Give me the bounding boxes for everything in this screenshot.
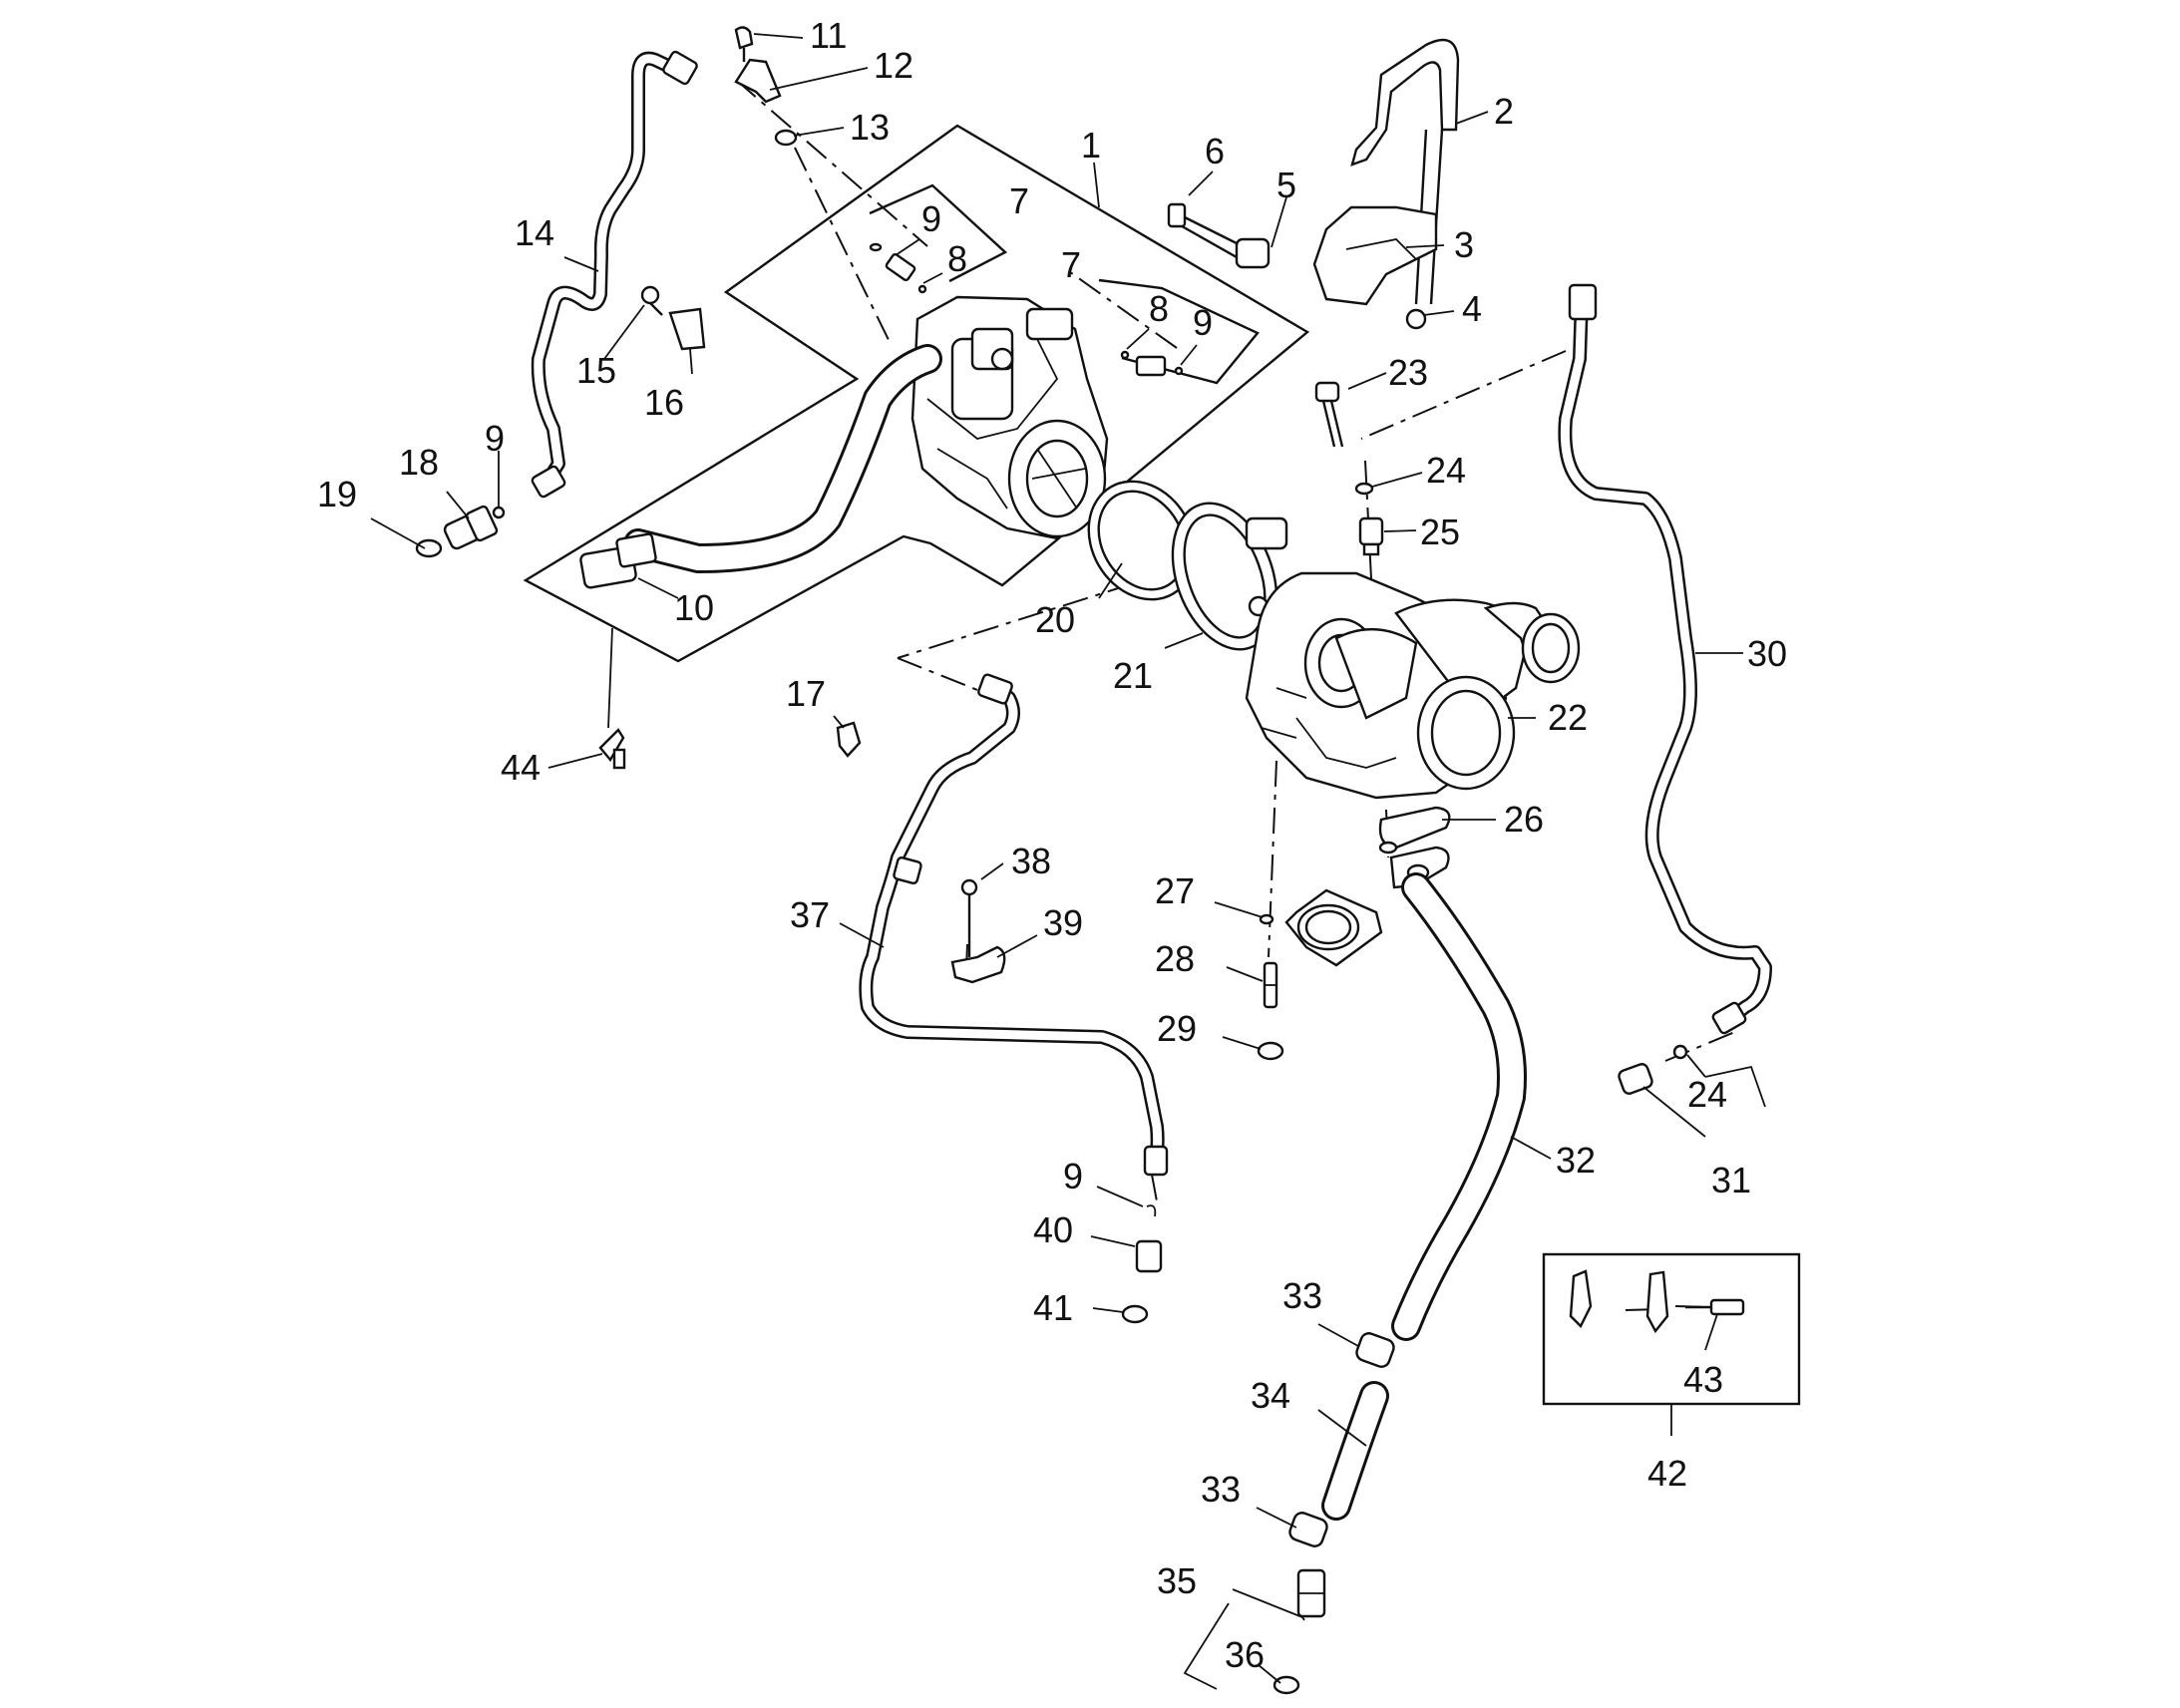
callout-5: 5 <box>1276 165 1296 205</box>
bracket-group-2-6 <box>1167 38 1460 330</box>
callout-18: 18 <box>399 442 439 483</box>
callout-24-upper: 24 <box>1426 450 1466 491</box>
clip-44 <box>598 728 626 770</box>
callout-9-lower: 9 <box>1193 302 1213 343</box>
callout-32: 32 <box>1556 1140 1596 1181</box>
callout-12: 12 <box>874 45 913 86</box>
oil-pipe-37 <box>859 673 1169 1177</box>
hose-clamp-33-lower <box>1288 1512 1328 1547</box>
fitting-35-ring-36 <box>1272 1568 1326 1695</box>
hose-34 <box>1321 1381 1389 1521</box>
stud-28-nut-29 <box>1257 961 1284 1061</box>
fitting-31 <box>1618 1044 1688 1095</box>
callout-38: 38 <box>1011 841 1051 881</box>
callout-11: 11 <box>810 15 847 56</box>
callout-19: 19 <box>317 474 357 514</box>
hose-clamp-33-upper <box>1355 1332 1395 1368</box>
callout-33-lower: 33 <box>1201 1469 1241 1510</box>
callout-36: 36 <box>1225 1634 1265 1675</box>
bolt-11-bracket-12-washer-13 <box>734 26 798 147</box>
fitting-40-ring-41 <box>1121 1204 1163 1324</box>
callout-21: 21 <box>1113 655 1153 696</box>
callout-9-upper: 9 <box>921 198 941 239</box>
callout-30: 30 <box>1747 633 1787 674</box>
callout-13: 13 <box>850 107 890 148</box>
callout-35: 35 <box>1157 1560 1197 1601</box>
leader-lines <box>370 33 1766 1690</box>
subgroup-bracket-7-lower <box>1098 278 1260 385</box>
bolt-23-fitting-25 <box>1314 381 1384 556</box>
oil-drain-pipe-32 <box>1389 846 1527 1341</box>
callout-44: 44 <box>501 747 541 788</box>
gasket-27 <box>1259 888 1383 967</box>
callout-7-upper: 7 <box>1009 180 1029 221</box>
callout-23: 23 <box>1388 352 1428 393</box>
callout-20: 20 <box>1035 599 1075 640</box>
callout-33-upper: 33 <box>1282 1275 1322 1316</box>
callout-2: 2 <box>1494 91 1514 132</box>
egr-valve-body <box>910 295 1109 540</box>
callout-9-bottom: 9 <box>1063 1156 1083 1196</box>
callout-27: 27 <box>1155 870 1195 911</box>
connector-8-9-lower <box>1120 350 1184 377</box>
callout-6: 6 <box>1205 131 1225 171</box>
callout-41: 41 <box>1033 1287 1073 1328</box>
bolt-15-clip-16 <box>640 285 706 351</box>
callout-10: 10 <box>674 587 714 628</box>
callout-8-lower: 8 <box>1149 288 1169 329</box>
oil-feed-pipe-30 <box>1558 283 1772 1035</box>
callout-labels: 1 2 3 4 5 6 7 7 8 8 9 9 9 9 10 11 12 13 … <box>317 15 1787 1675</box>
callout-24-right: 24 <box>1687 1074 1727 1115</box>
gasket-26 <box>1378 806 1451 854</box>
harness-10 <box>579 344 942 589</box>
vband-clamp-21 <box>1171 502 1288 651</box>
callout-28: 28 <box>1155 938 1195 979</box>
assembly-outline-1 <box>523 124 1310 663</box>
connector-8-9-upper <box>869 242 927 294</box>
subgroup-bracket-7-upper <box>869 183 1008 283</box>
callout-7-lower: 7 <box>1061 244 1081 285</box>
callout-42: 42 <box>1647 1453 1687 1494</box>
callout-3: 3 <box>1454 224 1474 265</box>
detail-box-42 <box>1542 1252 1801 1436</box>
callout-16: 16 <box>644 382 684 423</box>
callout-37: 37 <box>790 894 830 935</box>
alignment-lines <box>735 79 1738 1311</box>
callout-34: 34 <box>1251 1375 1290 1416</box>
callout-25: 25 <box>1420 512 1460 552</box>
callout-4: 4 <box>1462 288 1482 329</box>
callout-1: 1 <box>1081 125 1101 166</box>
pipe-14 <box>531 50 698 499</box>
sensor-18 <box>415 505 506 558</box>
callout-26: 26 <box>1504 799 1544 840</box>
callout-40: 40 <box>1033 1209 1073 1250</box>
callout-8-upper: 8 <box>947 238 967 279</box>
callout-31: 31 <box>1711 1160 1751 1200</box>
callout-22: 22 <box>1548 697 1588 738</box>
callout-15: 15 <box>576 350 616 391</box>
bolt-38-clamp-39 <box>950 878 1006 984</box>
clip-17 <box>836 721 862 758</box>
callout-14: 14 <box>515 212 554 253</box>
callout-39: 39 <box>1043 902 1083 943</box>
callout-9-left: 9 <box>485 418 505 459</box>
callout-17: 17 <box>786 673 826 714</box>
callout-43: 43 <box>1683 1359 1723 1400</box>
callout-29: 29 <box>1157 1008 1197 1049</box>
turbocharger-22 <box>1245 571 1581 800</box>
